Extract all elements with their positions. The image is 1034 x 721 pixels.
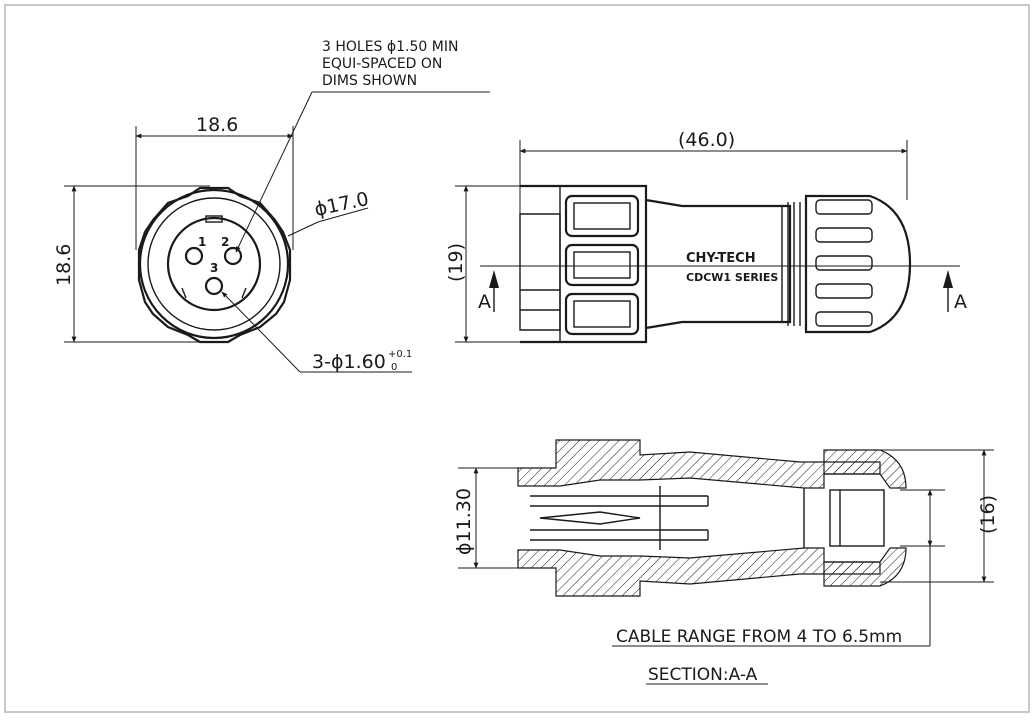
section-height-dim-label: (16) (977, 495, 999, 534)
length-dim-label: (46.0) (678, 129, 735, 151)
cable-range-note: CABLE RANGE FROM 4 TO 6.5mm (616, 627, 902, 647)
grip-pad-bottom (564, 292, 640, 336)
section-contacts (530, 486, 709, 550)
pin-3-hole (204, 276, 224, 296)
side-height-dim-label: (19) (445, 243, 467, 282)
front-view: 18.6 18.6 1 2 3 ϕ17.0 3 HOLES ϕ1.50 MIN … (53, 39, 490, 373)
pin-2-label: 2 (221, 235, 229, 249)
gland-ribs (815, 199, 873, 327)
section-mark-right: A (954, 291, 967, 313)
key-slot (205, 215, 223, 223)
series-label: CDCW1 SERIES (686, 271, 778, 284)
housing-body (645, 198, 792, 330)
middle-ring (147, 197, 281, 331)
pin-tol-lower: 0 (391, 362, 397, 373)
diameter-dim-label: ϕ17.0 (312, 188, 370, 221)
pin-1-label: 1 (198, 235, 206, 249)
section-gland-lower (823, 547, 907, 587)
grip-pad-middle (564, 243, 640, 287)
cable-seal (829, 489, 885, 547)
page-border (4, 4, 1030, 713)
width-dim-label: 18.6 (196, 114, 238, 136)
insert-face (166, 216, 262, 312)
section-diameter-dim-label: ϕ11.30 (453, 488, 475, 555)
brand-label: CHY-TECH (686, 251, 756, 266)
pin-3-label: 3 (210, 261, 218, 275)
grip-pad-top (564, 194, 640, 238)
insert-body (519, 213, 561, 331)
holes-note-line-3: DIMS SHOWN (322, 73, 417, 89)
outer-ring (138, 188, 290, 340)
section-title: SECTION:A-A (648, 665, 758, 685)
section-gland-upper (823, 449, 907, 489)
pin-1-hole (184, 246, 204, 266)
gland-nut (804, 194, 912, 334)
section-view: ϕ11.30 (16) CABLE RANGE FROM 4 TO 6.5mm (453, 439, 999, 685)
section-mark-left: A (478, 291, 491, 313)
pin-dim-label: 3-ϕ1.60 (312, 351, 386, 373)
pin-2-hole (223, 246, 243, 266)
coupling-nut-outline (137, 186, 292, 344)
side-view: (46.0) (19) A A CHY-TECH CDCW1 SERIES (445, 129, 967, 344)
coupling-nut-body (520, 184, 648, 344)
pin-tol-upper: +0.1 (388, 349, 412, 360)
holes-note-line-1: 3 HOLES ϕ1.50 MIN (322, 39, 458, 55)
thread-rings (781, 198, 807, 330)
holes-note-line-2: EQUI-SPACED ON (322, 56, 442, 72)
height-dim-label: 18.6 (53, 244, 75, 286)
